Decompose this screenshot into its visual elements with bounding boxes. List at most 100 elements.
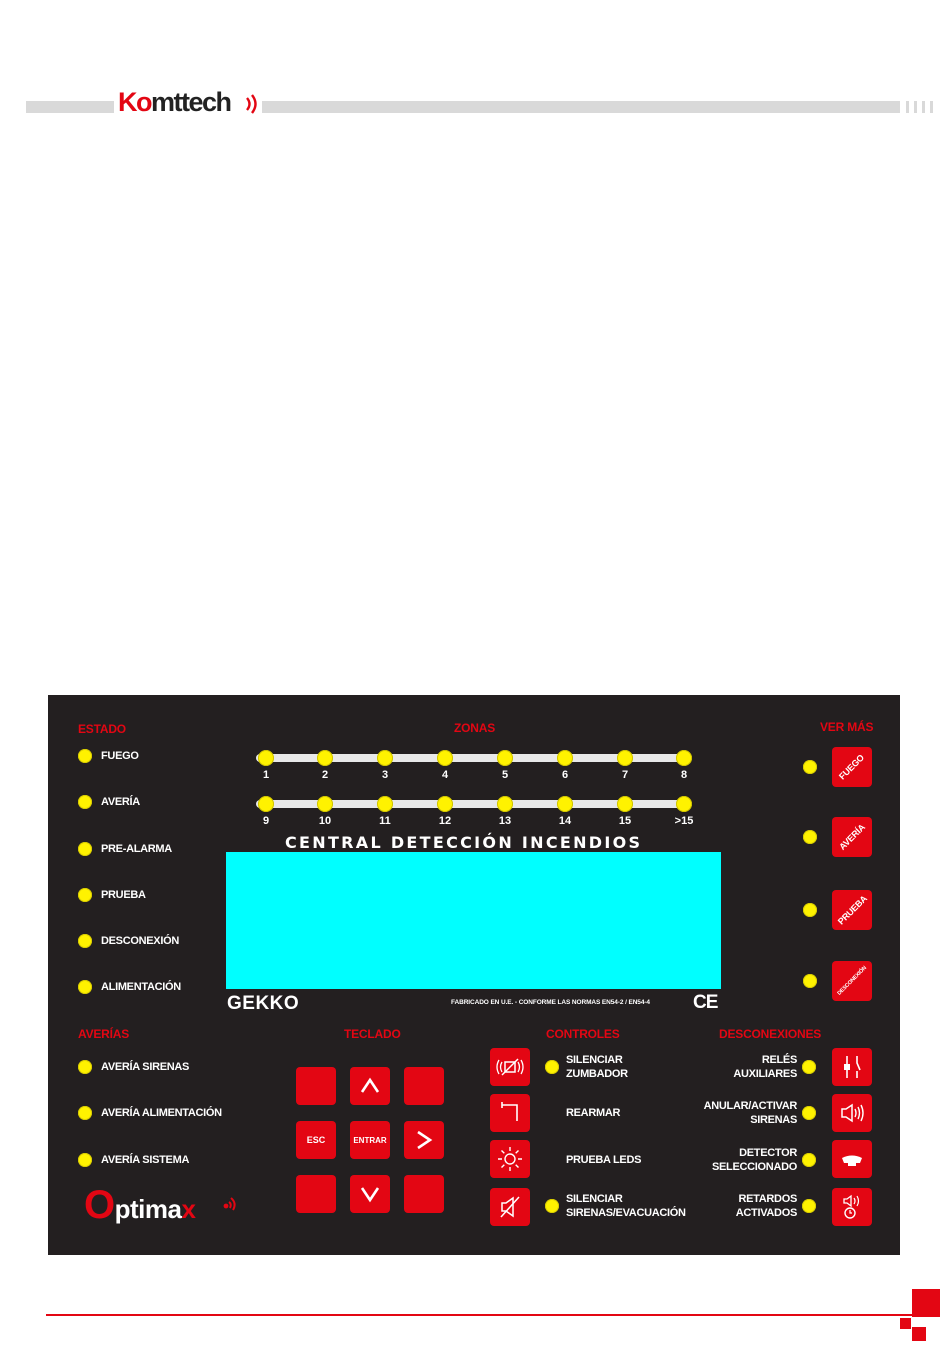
zone-led xyxy=(617,796,633,812)
header-tick xyxy=(930,101,933,113)
detector-icon xyxy=(842,1155,862,1166)
ver-mas-button-label: PRUEBA xyxy=(835,893,869,927)
ver-mas-button[interactable]: DESCONEXIÓN xyxy=(832,961,872,1001)
zone-led xyxy=(497,750,513,766)
desconexion-label-line2: ACTIVADOS xyxy=(735,1207,798,1219)
optimax-signal-icon xyxy=(223,1197,236,1211)
ver-mas-button-label: DESCONEXIÓN xyxy=(836,965,868,997)
averia-led xyxy=(78,1153,92,1167)
desconexion-led xyxy=(802,1199,816,1213)
selected-detector-button[interactable] xyxy=(832,1140,872,1178)
zone-led xyxy=(557,796,573,812)
header-bar-right xyxy=(262,101,900,113)
control-label-line2: ZUMBADOR xyxy=(566,1068,628,1080)
entrar-button[interactable]: ENTRAR xyxy=(350,1121,390,1159)
silence-buzzer-button[interactable] xyxy=(490,1048,530,1086)
esc-button[interactable]: ESC xyxy=(296,1121,336,1159)
control-label-line1: SILENCIAR xyxy=(566,1193,623,1205)
optimax-ptima: ptima xyxy=(114,1194,182,1224)
estado-led xyxy=(78,934,92,948)
zone-number: 15 xyxy=(618,815,632,827)
relay-icon xyxy=(844,1056,861,1078)
averia-label: AVERÍA SISTEMA xyxy=(101,1154,190,1166)
silence-sirens-button[interactable] xyxy=(490,1188,530,1226)
footer-square-small xyxy=(900,1318,911,1329)
optimax-x: x xyxy=(181,1194,196,1224)
averia-label: AVERÍA SIRENAS xyxy=(101,1061,190,1073)
estado-label: DESCONEXIÓN xyxy=(101,935,179,947)
estado-label: AVERÍA xyxy=(101,796,140,808)
averia-led xyxy=(78,1106,92,1120)
ver-mas-button[interactable]: AVERÍA xyxy=(832,817,872,857)
zone-led xyxy=(437,796,453,812)
footer-line xyxy=(46,1314,912,1316)
estado-led xyxy=(78,888,92,902)
chevron-down-icon xyxy=(360,1187,380,1203)
ce-mark: CE xyxy=(693,992,718,1013)
zone-number: 9 xyxy=(262,815,270,827)
chevron-up-icon xyxy=(360,1077,380,1093)
key-down[interactable] xyxy=(350,1175,390,1213)
zone-number: 6 xyxy=(561,769,569,781)
header-tick xyxy=(914,101,917,113)
logo-black-part: mttech xyxy=(151,87,232,117)
ver-mas-title: VER MÁS xyxy=(820,720,874,734)
key-blank-top-left[interactable] xyxy=(296,1067,336,1105)
zonas-title: ZONAS xyxy=(454,721,496,735)
zone-number: >15 xyxy=(674,815,694,827)
reset-icon xyxy=(501,1102,518,1121)
desconexion-label-line1: ANULAR/ACTIVAR xyxy=(703,1100,798,1112)
estado-label: ALIMENTACIÓN xyxy=(101,981,181,993)
averias-title: AVERÍAS xyxy=(78,1027,130,1041)
reset-button[interactable] xyxy=(490,1094,530,1132)
chevron-right-icon xyxy=(417,1130,433,1150)
control-label: REARMAR xyxy=(566,1107,621,1119)
lamp-test-button[interactable] xyxy=(490,1140,530,1178)
zone-number: 5 xyxy=(501,769,509,781)
zone-led xyxy=(676,796,692,812)
zone-number: 14 xyxy=(558,815,572,827)
teclado-title: TECLADO xyxy=(344,1027,401,1041)
desconexion-led xyxy=(802,1060,816,1074)
lamp-test-icon xyxy=(498,1147,522,1171)
zone-led xyxy=(317,750,333,766)
zone-number: 12 xyxy=(438,815,452,827)
estado-led xyxy=(78,749,92,763)
zone-led xyxy=(557,750,573,766)
ver-mas-led xyxy=(803,830,817,844)
zone-number: 10 xyxy=(318,815,332,827)
zone-led xyxy=(676,750,692,766)
control-label: PRUEBA LEDS xyxy=(566,1154,642,1166)
zone-led xyxy=(258,796,274,812)
control-led xyxy=(545,1060,559,1074)
delays-button[interactable] xyxy=(832,1188,872,1226)
desconexion-led xyxy=(802,1106,816,1120)
zone-led xyxy=(617,750,633,766)
ver-mas-button[interactable]: FUEGO xyxy=(832,747,872,787)
key-right[interactable] xyxy=(404,1121,444,1159)
entrar-label: ENTRAR xyxy=(353,1135,387,1145)
zone-number: 7 xyxy=(621,769,629,781)
gekko-brand: GEKKO xyxy=(227,993,300,1014)
key-blank-bottom-left[interactable] xyxy=(296,1175,336,1213)
control-label-line2: SIRENAS/EVACUACIÓN xyxy=(566,1207,686,1219)
zone-number: 4 xyxy=(441,769,449,781)
desconexion-label-line2: AUXILIARES xyxy=(733,1068,797,1080)
zone-number: 11 xyxy=(379,815,391,827)
ver-mas-button[interactable]: PRUEBA xyxy=(832,890,872,930)
key-blank-bottom-right[interactable] xyxy=(404,1175,444,1213)
zone-led xyxy=(317,796,333,812)
key-up[interactable] xyxy=(350,1067,390,1105)
zone-led xyxy=(258,750,274,766)
zone-led xyxy=(497,796,513,812)
averia-label: AVERÍA ALIMENTACIÓN xyxy=(101,1107,222,1119)
siren-toggle-button[interactable] xyxy=(832,1094,872,1132)
key-blank-top-right[interactable] xyxy=(404,1067,444,1105)
fabricado-text: FABRICADO EN U.E. - CONFORME LAS NORMAS … xyxy=(451,999,650,1006)
estado-title: ESTADO xyxy=(78,722,126,736)
averia-led xyxy=(78,1060,92,1074)
relay-button[interactable] xyxy=(832,1048,872,1086)
signal-waves-icon xyxy=(246,94,257,114)
estado-label: PRE-ALARMA xyxy=(101,843,172,855)
silence-buzzer-icon xyxy=(496,1058,524,1076)
